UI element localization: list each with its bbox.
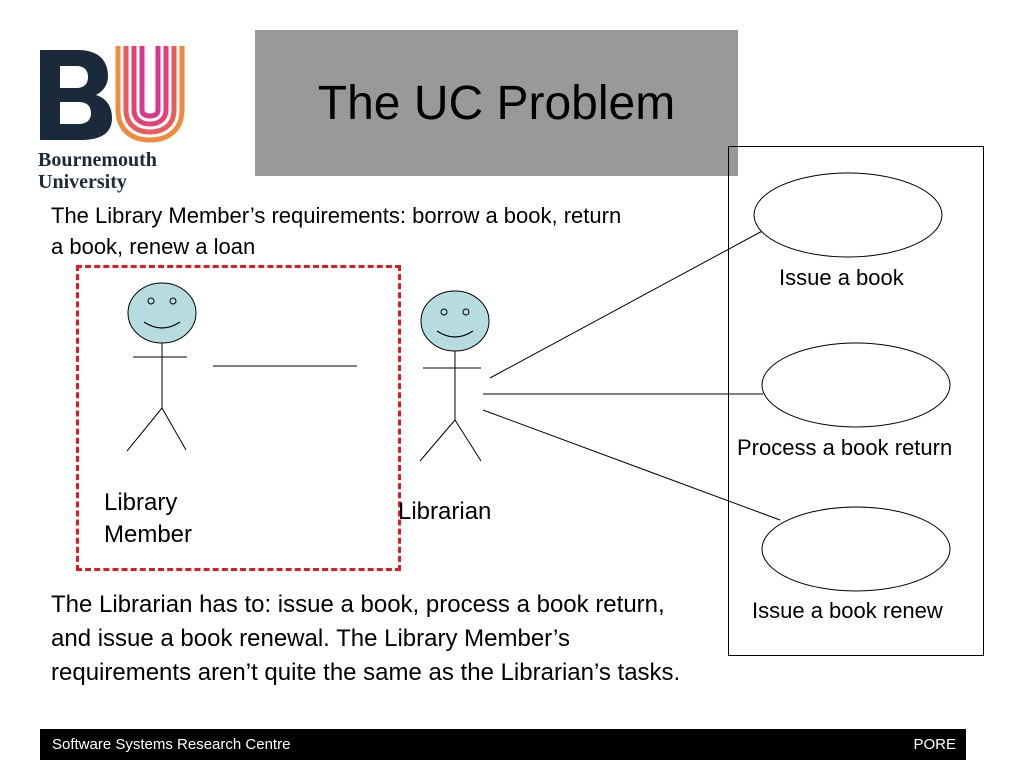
system-boundary [728, 146, 984, 656]
actor-librarian [419, 290, 490, 462]
member-head [127, 282, 197, 344]
title-banner: The UC Problem [255, 30, 738, 176]
association-uc1 [489, 228, 767, 379]
association-uc3 [482, 409, 781, 521]
use-case-label-uc1: Issue a book [779, 265, 904, 290]
footer-bar: Software Systems Research Centre PORE [40, 729, 966, 760]
member-highlight-box [76, 265, 401, 571]
use-case-uc3 [761, 506, 951, 592]
use-case-uc2 [761, 342, 951, 428]
logo-line1: Bournemouth [38, 149, 157, 171]
body-text: The Librarian has to: issue a book, proc… [51, 591, 681, 686]
logo-line2: University [38, 171, 127, 193]
use-case-label-uc3: Issue a book renew [752, 598, 943, 623]
actor-library-member [126, 282, 197, 452]
requirements-text: The Library Member’s requirements: borro… [51, 203, 622, 259]
librarian-head [420, 290, 490, 352]
use-case-label-uc2: Process a book return [737, 435, 953, 460]
slide-title: The UC Problem [317, 76, 676, 130]
actor-label-member: Library Member [104, 489, 193, 548]
university-logo: Bournemouth University [38, 42, 188, 194]
footer-left: Software Systems Research Centre [52, 736, 291, 753]
actor-label-librarian: Librarian [398, 498, 492, 525]
use-case-uc1 [753, 172, 943, 258]
bu-logo-mark: Bournemouth University [38, 46, 185, 193]
footer-right: PORE [913, 736, 956, 753]
